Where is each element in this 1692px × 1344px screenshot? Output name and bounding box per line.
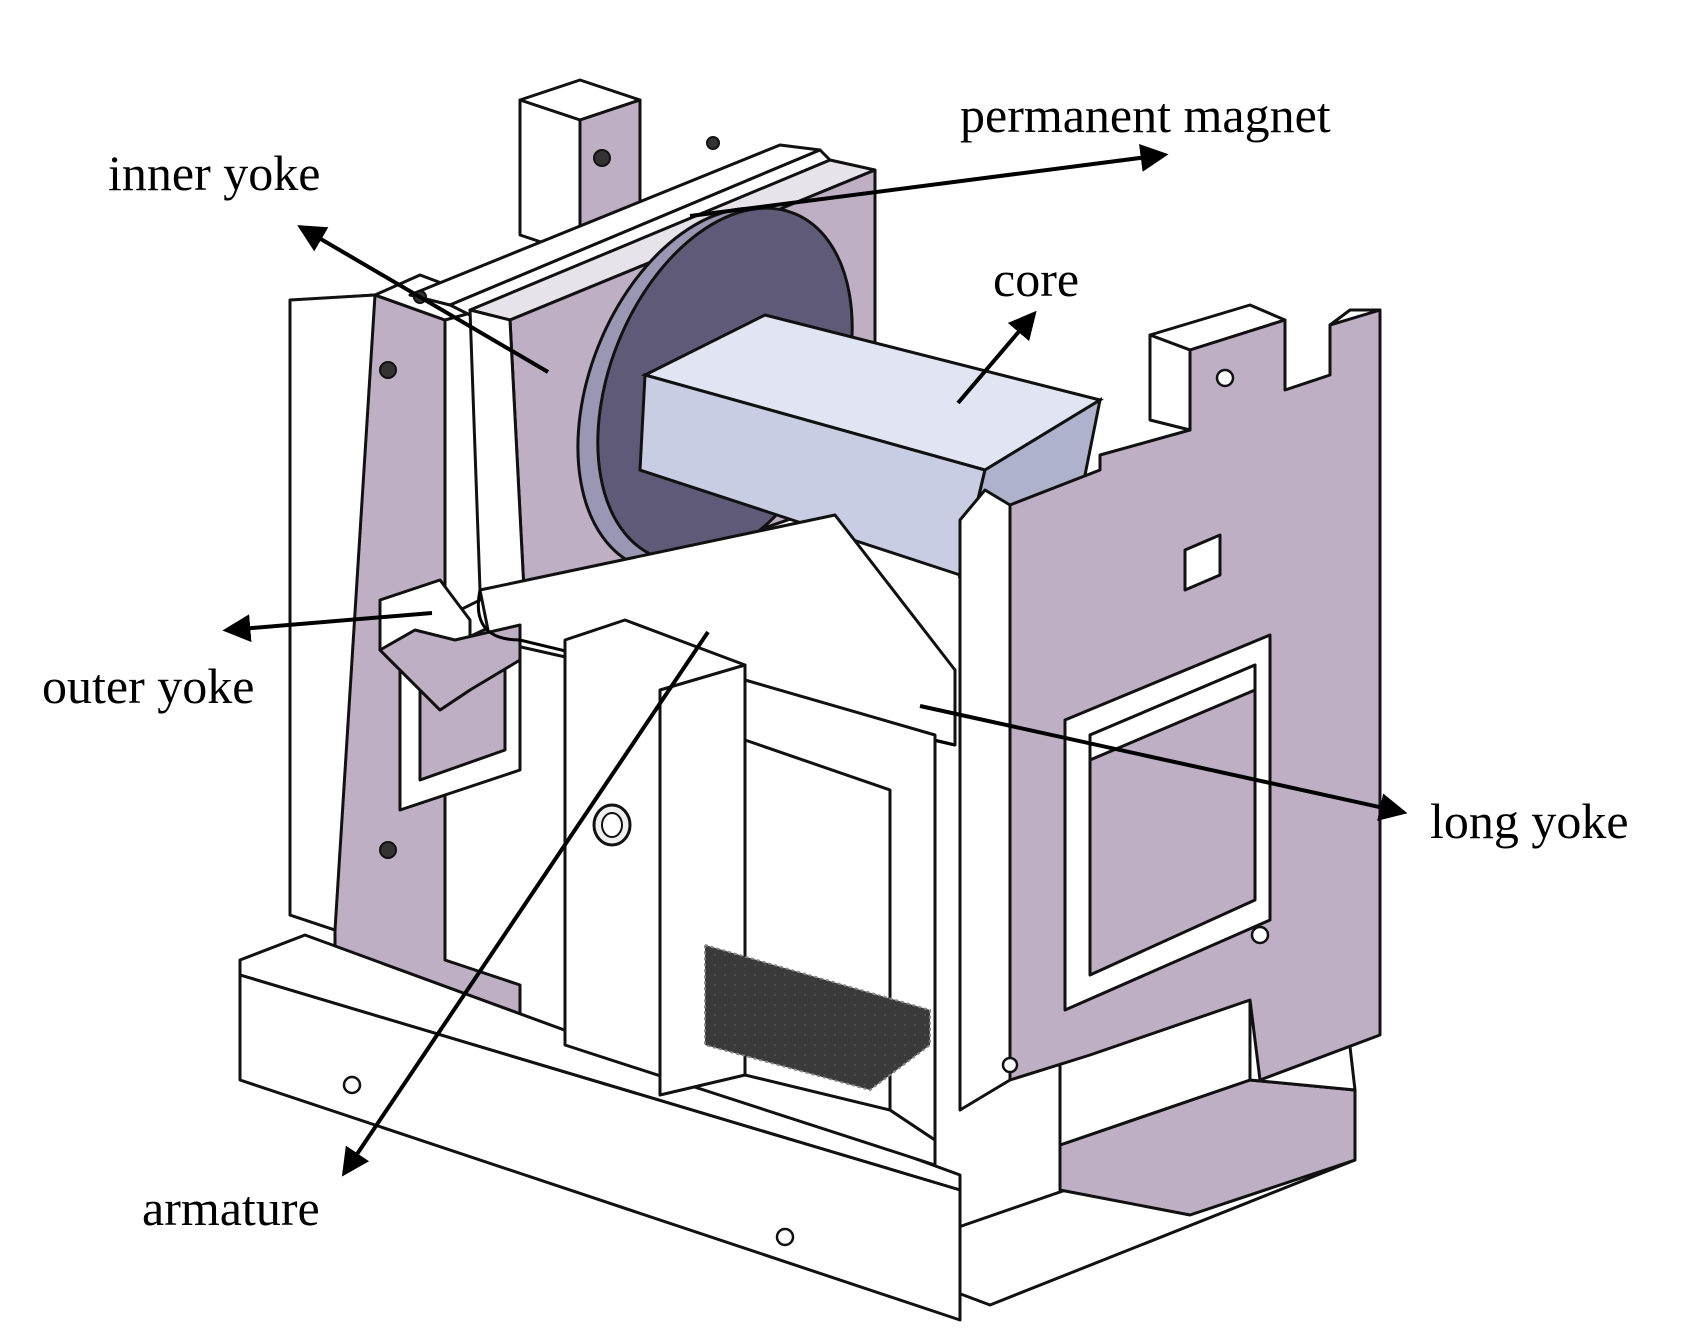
left-frame-lug [518, 78, 642, 257]
label-outer-yoke: outer yoke [42, 658, 254, 714]
leader-lines [222, 143, 1408, 1177]
armature-leader [341, 630, 710, 1177]
right-frame-plate [958, 303, 1382, 1112]
callout-labels: inner yoke permanent magnet core outer y… [42, 87, 1629, 1236]
long-yoke-leader [919, 704, 1408, 821]
outer-yoke-leader [222, 611, 433, 643]
permanent-magnet-leader [689, 143, 1169, 218]
label-armature: armature [142, 1180, 320, 1236]
long-yoke [378, 513, 957, 747]
label-core: core [993, 251, 1079, 307]
inner-yoke-leader [297, 225, 550, 374]
label-inner-yoke: inner yoke [108, 145, 320, 201]
core-leader [956, 310, 1037, 405]
front-plate [238, 618, 962, 1322]
label-permanent-magnet: permanent magnet [960, 87, 1331, 143]
label-long-yoke: long yoke [1430, 793, 1629, 849]
